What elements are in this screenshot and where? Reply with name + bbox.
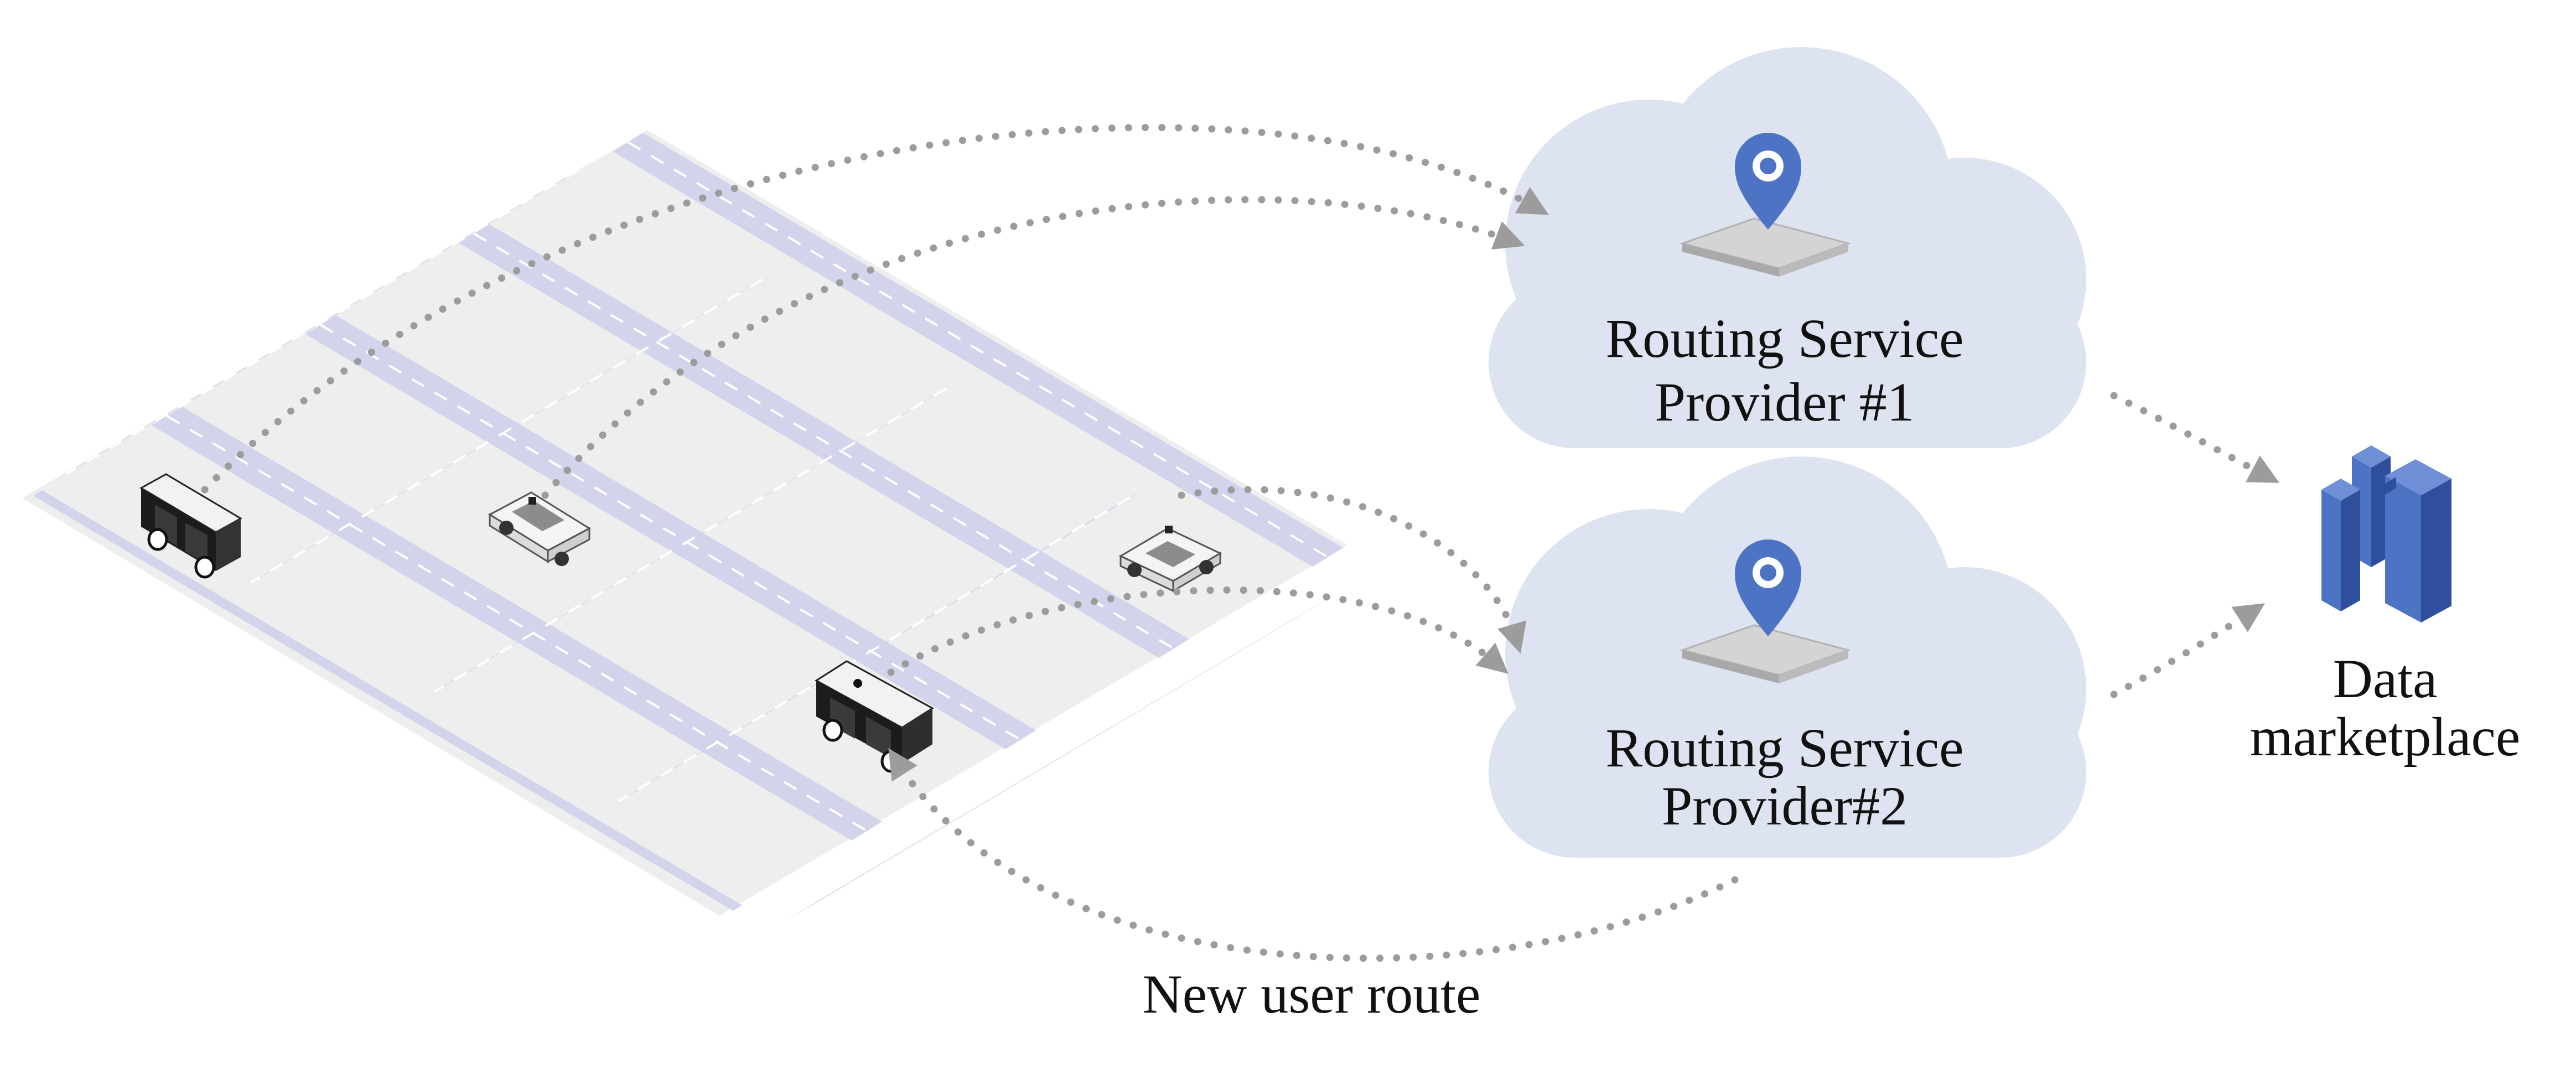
data-marketplace: Data marketplace <box>2250 445 2521 767</box>
connection-arrows <box>201 123 2280 962</box>
marketplace-label-line1: Data <box>2333 648 2438 709</box>
arrow-provider-2-to-marketplace <box>2110 603 2265 698</box>
bus-icon <box>139 473 243 579</box>
bus-icon <box>815 660 934 773</box>
map-pin-icon <box>1679 539 1852 683</box>
provider-2-label-line2: Provider#2 <box>1662 775 1908 837</box>
provider-1-label-line2: Provider #1 <box>1655 371 1914 433</box>
routing-provider-1-cloud: Routing Service Routing Service Provider… <box>1489 47 2086 448</box>
road <box>33 490 742 911</box>
arrow-bus2-to-provider-2 <box>887 586 1509 676</box>
car-icon <box>488 491 592 566</box>
city-map <box>22 130 1347 922</box>
marketplace-label-line2: marketplace <box>2250 706 2521 767</box>
car-icon <box>1118 526 1222 593</box>
provider-1-label-line1: Routing Service <box>1605 308 1963 369</box>
arrow-bus1-to-provider-1 <box>201 123 1549 494</box>
provider-2-label-line1: Routing Service <box>1605 717 1963 779</box>
new-user-route-label: New user route <box>1143 963 1481 1025</box>
road <box>784 596 1333 922</box>
routing-provider-2-cloud: Routing Service Provider#2 <box>1489 456 2086 858</box>
lane-markings <box>66 141 1329 832</box>
map-pin-icon <box>1679 133 1852 277</box>
data-blocks-icon <box>2321 445 2451 622</box>
arrow-provider-1-to-marketplace <box>2110 392 2280 483</box>
arrow-provider-2-to-bus2 <box>888 748 1739 962</box>
